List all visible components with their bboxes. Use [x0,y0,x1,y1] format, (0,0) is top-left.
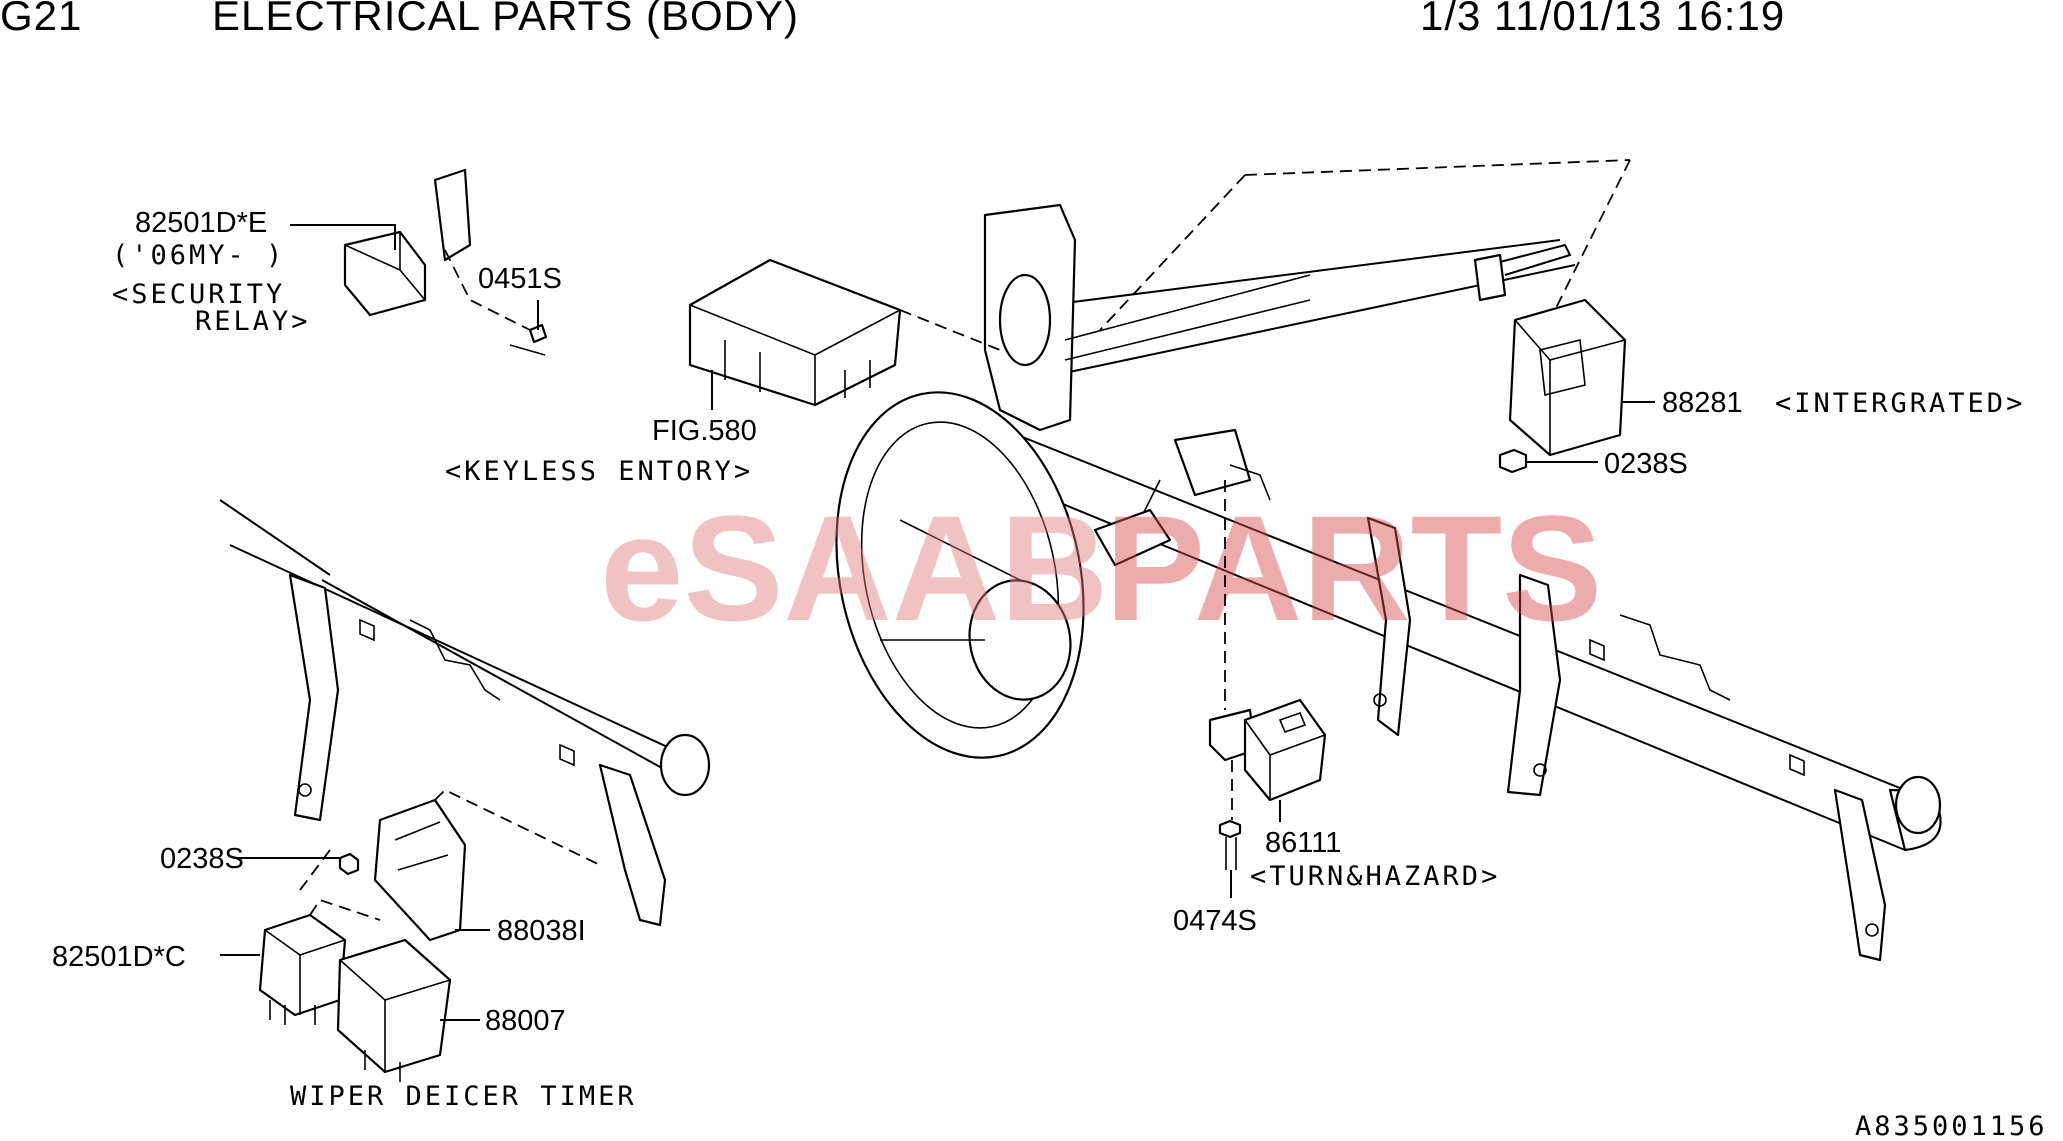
callout-fig580-note: <KEYLESS ENTORY> [445,456,753,487]
diagram-title: ELECTRICAL PARTS (BODY) [212,0,799,39]
right-cross-member [979,427,1942,962]
callout-88281-note: <INTERGRATED> [1775,388,2025,419]
watermark: eSAAB PARTS [600,484,1602,652]
callout-86111-note: <TURN&HAZARD> [1250,861,1500,892]
watermark-esaab: eSAAB [600,484,1108,652]
callout-fig580-number: FIG.580 [652,415,757,447]
callout-88281-number: 88281 [1662,387,1743,419]
callout-82501de-note2: <SECURITY [112,279,285,310]
callout-88038i-number: 88038I [497,915,586,947]
callout-0238s-right-number: 0238S [1604,448,1688,480]
integrated-module-group: 88281 <INTERGRATED> 0238S [1498,298,2025,480]
callout-0474s-number: 0474S [1173,905,1257,937]
turn-hazard-group: 86111 <TURN&HAZARD> 0474S [1173,480,1500,937]
callout-82501de-note1: ('06MY- ) [112,240,285,271]
security-relay-group: 82501D*E ('06MY- ) <SECURITY RELAY> 0451… [112,168,562,356]
diagram-code: G21 [0,0,82,39]
callout-88007-number: 88007 [485,1005,566,1037]
callout-0238s-left-number: 0238S [160,843,244,875]
steering-wheel [835,391,1172,759]
steering-column [983,159,1631,561]
callout-82501de-note3: RELAY> [195,306,311,337]
page-info: 1/3 11/01/13 16:19 [1420,0,1785,39]
callout-82501de-number: 82501D*E [135,207,267,239]
drawing-id: A835001156 [1855,1111,2048,1141]
left-cross-member [219,499,711,927]
callout-82501dc-number: 82501D*C [52,941,186,973]
left-relay-group: 0238S 88038I 82501D*C 88007 WIPER DEICER… [52,788,637,1112]
callout-86111-number: 86111 [1265,827,1341,859]
watermark-parts: PARTS [1105,484,1602,652]
callout-0451s-number: 0451S [478,263,562,295]
keyless-entry-group: FIG.580 <KEYLESS ENTORY> [445,258,1001,487]
callout-88007-note: WIPER DEICER TIMER [290,1081,637,1112]
header: G21 ELECTRICAL PARTS (BODY) 1/3 11/01/13… [0,0,1785,39]
